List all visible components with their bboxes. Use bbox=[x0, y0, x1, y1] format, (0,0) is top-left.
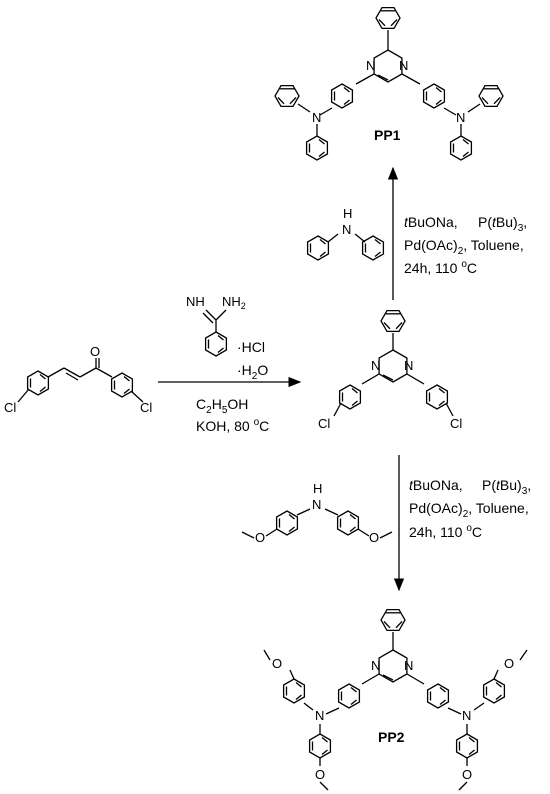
pp1-n-amine-left: N bbox=[312, 110, 321, 125]
carbonyl-o: O bbox=[90, 344, 100, 359]
dpa-h: H bbox=[343, 206, 352, 221]
pp2-n-amine-left: N bbox=[315, 708, 324, 723]
chalcone-cl-left: Cl bbox=[4, 400, 16, 415]
pp2-n-amine-right: N bbox=[462, 708, 471, 723]
cond2-base: tBuONa, bbox=[409, 477, 463, 493]
pp2-o-right-top: O bbox=[504, 656, 514, 671]
pp2-n-left: N bbox=[371, 658, 380, 673]
dpa-n: N bbox=[342, 222, 351, 237]
int-n-left: N bbox=[371, 358, 380, 373]
pp2-n-right: N bbox=[404, 658, 413, 673]
pp2-o-left-bottom: O bbox=[315, 767, 325, 782]
mdpa-n: N bbox=[312, 497, 321, 512]
cond2-time: 24h, 110 oC bbox=[409, 523, 482, 540]
pp2-o-right-bottom: O bbox=[462, 767, 472, 782]
koh-text: KOH, 80 oC bbox=[196, 417, 269, 434]
benzamidine-structure: NH NH2 ·HCl ·H2O bbox=[186, 294, 268, 382]
pp2-o-left-top: O bbox=[272, 656, 282, 671]
int-n-right: N bbox=[404, 358, 413, 373]
pp1-n-left: N bbox=[366, 58, 375, 73]
pp1-structure: N N N N PP1 bbox=[274, 6, 504, 161]
pp1-label: PP1 bbox=[374, 127, 401, 143]
diphenylamine-structure: H N bbox=[306, 206, 385, 261]
cond1-time: 24h, 110 oC bbox=[404, 259, 477, 276]
water-text: ·H2O bbox=[237, 362, 268, 382]
mdpa-o-left: O bbox=[255, 530, 265, 545]
amine-nh2: NH2 bbox=[222, 294, 246, 311]
cond1-pd: Pd(OAc)2, Toluene, bbox=[404, 237, 524, 257]
dimethoxy-dpa-structure: H N O O bbox=[241, 481, 393, 545]
mdpa-o-right: O bbox=[369, 530, 379, 545]
pp2-structure: N N N N O O O O PP2 bbox=[263, 608, 528, 791]
int-cl-left: Cl bbox=[318, 416, 330, 431]
mdpa-h: H bbox=[313, 481, 322, 496]
ethanol-text: C2H5OH bbox=[196, 396, 248, 416]
cond1-base: tBuONa, bbox=[404, 214, 458, 230]
chalcone-structure: Cl O Cl bbox=[4, 344, 152, 415]
intermediate-structure: N N Cl Cl bbox=[318, 309, 462, 431]
cond2-pd: Pd(OAc)2, Toluene, bbox=[409, 500, 529, 520]
hcl-text: ·HCl bbox=[237, 339, 265, 355]
int-cl-right: Cl bbox=[450, 416, 462, 431]
imine-nh: NH bbox=[186, 294, 205, 309]
chalcone-cl-right: Cl bbox=[140, 400, 152, 415]
pp1-n-amine-right: N bbox=[456, 110, 465, 125]
pp2-label: PP2 bbox=[378, 729, 405, 745]
cond1-ligand: P(tBu)3, bbox=[478, 214, 527, 234]
pp1-n-right: N bbox=[399, 58, 408, 73]
cond2-ligand: P(tBu)3, bbox=[482, 477, 531, 497]
